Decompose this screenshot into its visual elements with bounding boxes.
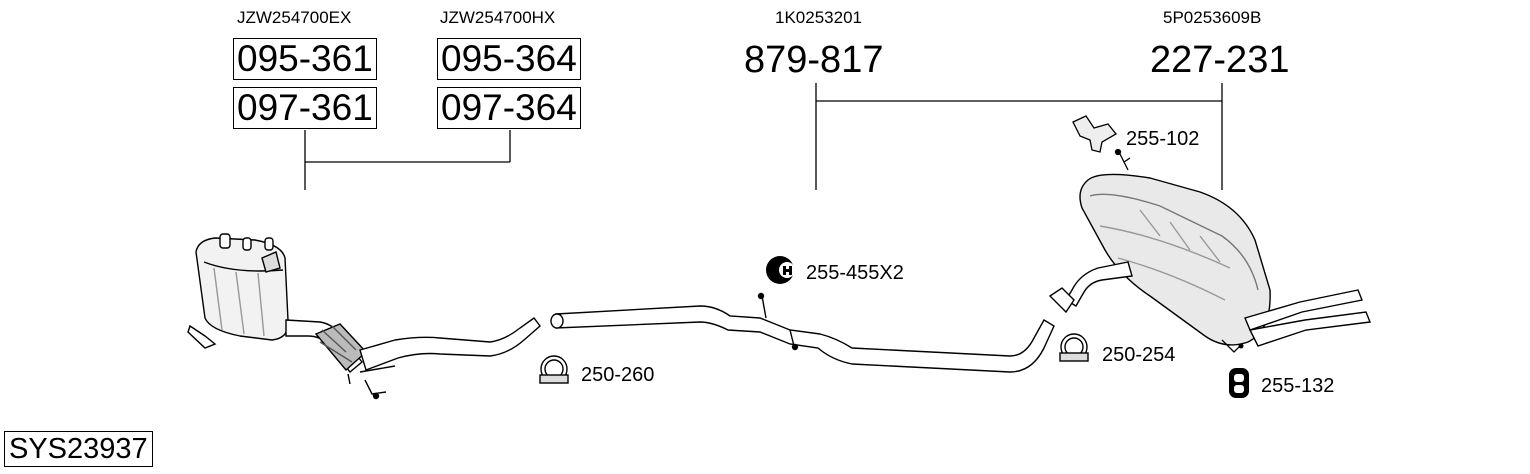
- clamp-icon: [1059, 333, 1089, 362]
- accessory-clamp-front[interactable]: 250-260: [581, 364, 655, 386]
- dpf-catalyst: [187, 233, 541, 400]
- accessory-rubber-middle[interactable]: 255-455X2: [806, 262, 904, 284]
- rubber-hanger-icon: [1229, 368, 1249, 398]
- accessory-clamp-rear[interactable]: 250-254: [1102, 344, 1176, 366]
- accessory-bracket-rear[interactable]: 255-102: [1126, 128, 1200, 150]
- system-id: SYS23937: [4, 431, 153, 467]
- part-number-dpf-2-a[interactable]: 095-364: [437, 38, 581, 80]
- part-number-dpf-1-a[interactable]: 095-361: [233, 38, 377, 80]
- part-number-dpf-1-b[interactable]: 097-361: [233, 87, 377, 129]
- dpf-2-reference: JZW254700HX: [440, 8, 556, 27]
- clamp-icon: [539, 355, 569, 384]
- bracket-icon: [1072, 115, 1131, 171]
- leader-lines: [304, 83, 1223, 190]
- middle-pipe-reference: 1K0253201: [775, 8, 862, 27]
- dpf-1-reference: JZW254700EX: [237, 8, 352, 27]
- part-number-middle-pipe[interactable]: 879-817: [744, 39, 884, 81]
- rear-silencer: [1048, 173, 1371, 347]
- part-number-dpf-2-b[interactable]: 097-364: [437, 87, 581, 129]
- accessory-rubber-rear[interactable]: 255-132: [1261, 375, 1335, 397]
- rubber-mount-icon: [766, 256, 795, 284]
- middle-pipe: [550, 292, 1055, 373]
- rear-silencer-reference: 5P0253609B: [1163, 8, 1262, 27]
- part-number-rear-silencer[interactable]: 227-231: [1150, 39, 1290, 81]
